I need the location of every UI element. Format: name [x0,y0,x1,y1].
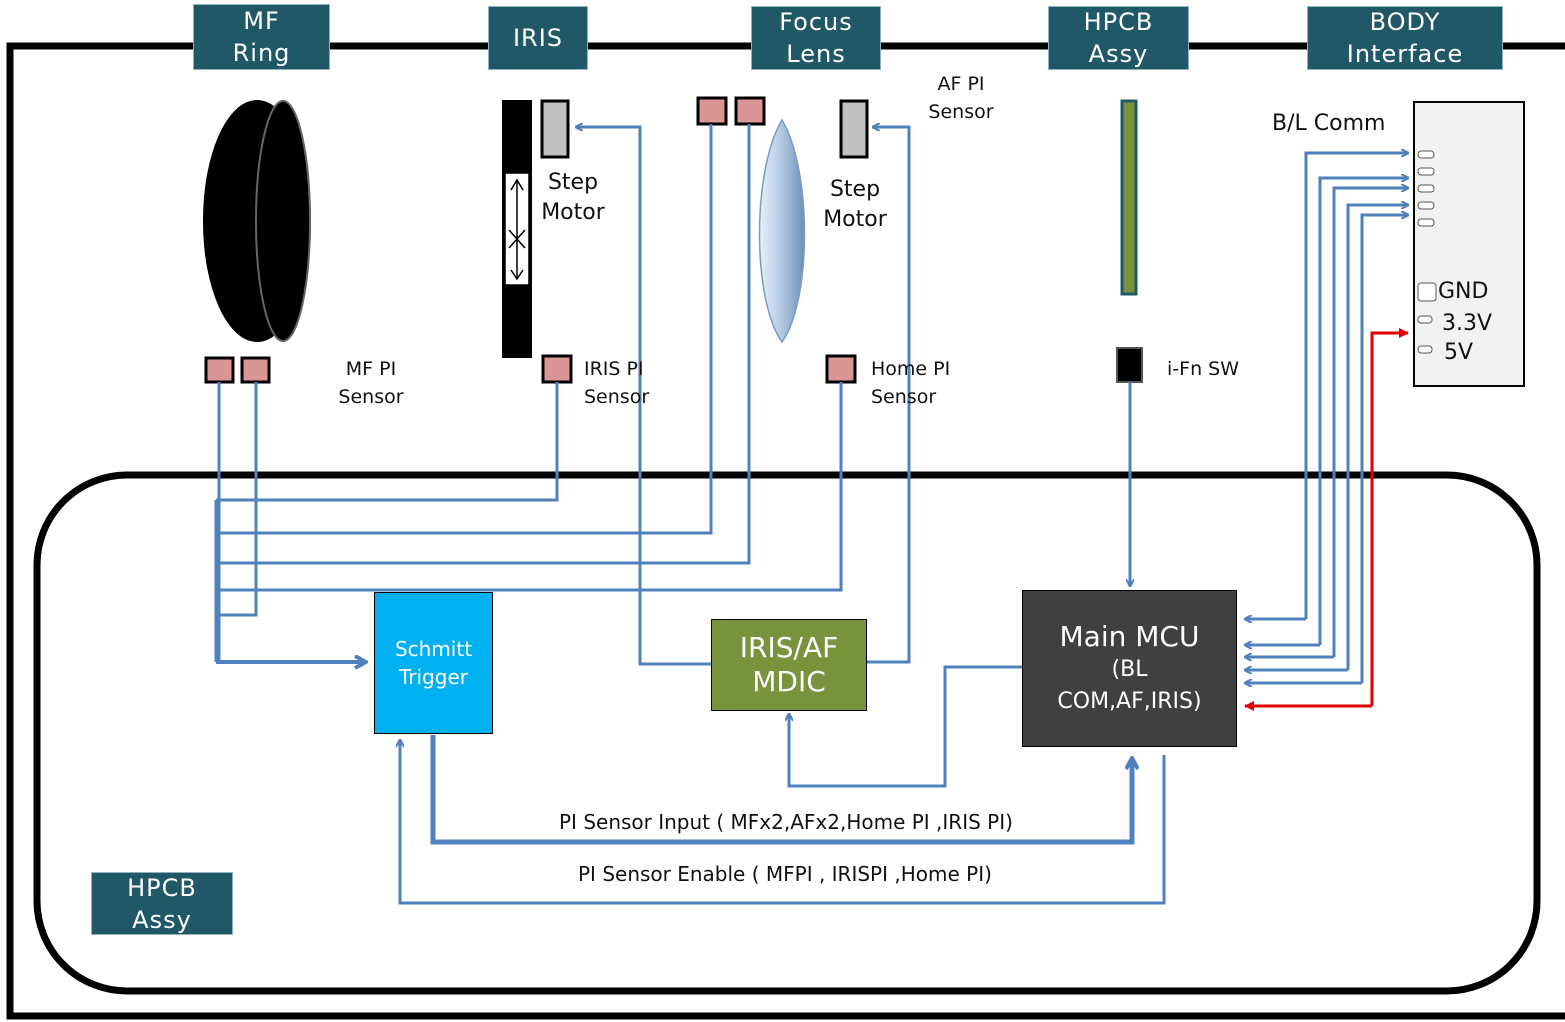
connector-pins [1417,150,1437,354]
bl-comm-wires [1245,153,1408,683]
motor-drive-wires [576,127,911,666]
pi-input-bus [430,735,1132,845]
af-pi-sensor-1 [696,96,728,126]
iris-af-mdic-label: IRIS/AF MDIC [739,631,839,698]
mf-pi-sensor-1 [204,356,235,384]
af-step-motor-label: Step Motor [823,177,887,232]
pi-enable-bus [400,740,1166,905]
header-mf-ring-label: MF Ring [232,7,291,67]
header-iris-label: IRIS [512,24,564,52]
iris-step-motor-label: Step Motor [541,170,605,225]
home-pi-sensor-label: Home PI Sensor [871,358,951,408]
v33-label: 3.3V [1442,311,1493,336]
mcu-to-mdic-wire [789,665,1022,788]
hpcb-outline [33,471,1541,995]
ifn-switch-icon [1116,347,1143,383]
header-hpcb-assy: HPCB Assy [1048,6,1189,70]
schmitt-trigger-block: Schmitt Trigger [374,592,493,734]
header-hpcb-assy-label: HPCB Assy [1083,8,1154,68]
main-mcu-title: Main MCU [1059,619,1200,653]
pi-sensors [204,96,857,384]
iris-step-motor-icon [540,99,570,159]
iris-shutter-icon [502,100,532,358]
header-body-interface: BODY Interface [1307,6,1503,70]
mf-pi-sensor-label: MF PI Sensor [338,358,404,408]
af-pi-sensor-2 [734,96,766,126]
iris-pi-sensor [541,354,573,384]
bl-comm-label: B/L Comm [1272,111,1386,136]
iris-pi-sensor-label: IRIS PI Sensor [584,358,650,408]
af-step-motor-icon [839,99,869,159]
focus-lens-icon [758,118,806,344]
header-mf-ring: MF Ring [193,4,330,70]
hpcb-board-icon [1120,99,1138,296]
hpcb-assy-footer-block: HPCB Assy [91,872,233,935]
header-iris: IRIS [488,6,588,70]
schmitt-trigger-label: Schmitt Trigger [394,637,473,689]
pi-sensor-enable-label: PI Sensor Enable ( MFPI , IRISPI ,Home P… [578,862,992,886]
power-wire [1244,328,1409,711]
main-mcu-block: Main MCU (BL COM,AF,IRIS) [1022,590,1237,747]
ifn-sw-label: i-Fn SW [1167,358,1239,380]
af-pi-sensor-label: AF PI Sensor [928,73,994,123]
v5-label: 5V [1444,340,1474,365]
gnd-label: GND [1438,279,1489,304]
hpcb-assy-footer-label: HPCB Assy [127,873,197,934]
mf-ring-icon [203,100,311,342]
iris-af-mdic-block: IRIS/AF MDIC [711,619,867,711]
main-mcu-subtitle: (BL COM,AF,IRIS) [1057,656,1202,714]
mf-pi-sensor-2 [240,356,271,384]
pi-sensor-input-label: PI Sensor Input ( MFx2,AFx2,Home PI ,IRI… [559,810,1013,834]
body-connector [1413,101,1525,387]
sensor-wires [214,124,843,662]
home-pi-sensor [825,354,857,384]
header-focus-lens: Focus Lens [751,6,881,70]
header-body-interface-label: BODY Interface [1346,8,1464,68]
header-focus-lens-label: Focus Lens [779,8,853,68]
